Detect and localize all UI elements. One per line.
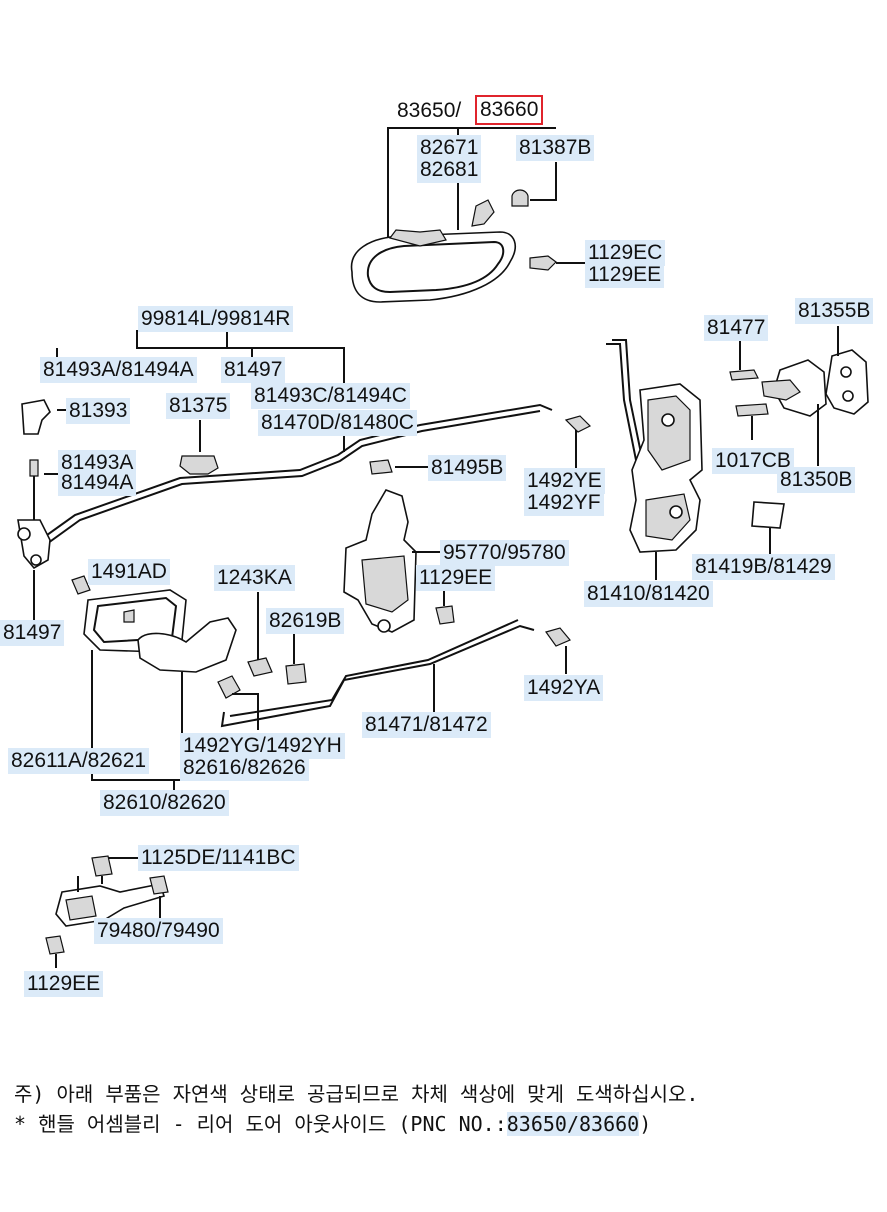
note-line-2: * 핸들 어셈블리 - 리어 도어 아웃사이드 (PNC NO.:83650/8… <box>14 1111 651 1137</box>
label-82619b[interactable]: 82619B <box>266 608 345 634</box>
note-line-2-suffix: ) <box>639 1112 652 1136</box>
label-1129ee-top[interactable]: 1129EE <box>585 262 665 288</box>
label-1492ye[interactable]: 1492YE <box>524 468 605 494</box>
latch-group <box>606 326 869 580</box>
label-81497-top[interactable]: 81497 <box>221 357 286 383</box>
label-81350b[interactable]: 81350B <box>777 467 856 493</box>
label-81393[interactable]: 81393 <box>66 398 131 424</box>
label-82681[interactable]: 82681 <box>417 157 482 183</box>
label-1129ee-bottom[interactable]: 1129EE <box>24 971 104 997</box>
rod-81471 <box>220 624 535 728</box>
clip-81375 <box>179 455 219 475</box>
label-83660-highlighted[interactable]: 83660 <box>474 95 544 125</box>
label-81495b[interactable]: 81495B <box>428 455 507 481</box>
label-81493a-81494a[interactable]: 81493A/81494A <box>40 357 197 383</box>
label-83650[interactable]: 83650/ <box>394 98 465 124</box>
label-79480[interactable]: 79480/79490 <box>94 918 223 944</box>
label-81471[interactable]: 81471/81472 <box>362 712 491 738</box>
label-1492yg[interactable]: 1492YG/1492YH <box>180 733 345 759</box>
checker-group <box>45 855 169 968</box>
note-pnc-link[interactable]: 83650/83660 <box>506 1112 640 1136</box>
clip-81393 <box>21 399 51 435</box>
note-line-1: 주) 아래 부품은 자연색 상태로 공급되므로 차체 색상에 맞게 도색하십시오… <box>14 1082 699 1106</box>
label-82616[interactable]: 82616/82626 <box>180 755 309 781</box>
label-81419b[interactable]: 81419B/81429 <box>692 554 835 580</box>
label-95770[interactable]: 95770/95780 <box>440 540 569 566</box>
cap-81387b <box>511 189 529 207</box>
outside-handle <box>350 231 516 303</box>
label-81477[interactable]: 81477 <box>704 315 769 341</box>
label-81410[interactable]: 81410/81420 <box>584 581 713 607</box>
label-1492ya[interactable]: 1492YA <box>524 675 604 701</box>
label-81387b[interactable]: 81387B <box>516 135 595 161</box>
lower-rod-group <box>217 619 571 730</box>
label-81470d[interactable]: 81470D/81480C <box>258 410 417 436</box>
inside-handle-lever <box>137 617 237 673</box>
actuator-group <box>343 489 455 633</box>
cap-82619b <box>285 663 307 685</box>
label-1129ec[interactable]: 1129EC <box>585 240 666 266</box>
outside-handle-group <box>350 127 585 303</box>
label-81493c[interactable]: 81493C/81494C <box>251 383 410 409</box>
label-82610[interactable]: 82610/82620 <box>100 790 229 816</box>
plate-81355b <box>825 349 869 415</box>
label-81497-left[interactable]: 81497 <box>0 620 65 646</box>
label-1492yf[interactable]: 1492YF <box>524 490 604 516</box>
bolt-1129ec <box>529 255 557 271</box>
label-1491ad[interactable]: 1491AD <box>88 559 170 585</box>
label-81375[interactable]: 81375 <box>166 393 231 419</box>
rod-group <box>17 318 592 622</box>
label-1129ee-mid[interactable]: 1129EE <box>416 565 496 591</box>
label-81494a[interactable]: 81494A <box>58 470 137 496</box>
label-82671[interactable]: 82671 <box>417 135 482 161</box>
pad-81419b <box>751 501 785 529</box>
label-81355b[interactable]: 81355B <box>795 298 874 324</box>
label-1243ka[interactable]: 1243KA <box>214 565 295 591</box>
label-82611a[interactable]: 82611A/82621 <box>8 748 150 774</box>
label-99814[interactable]: 99814L/99814R <box>138 306 294 332</box>
note-line-2-prefix: * 핸들 어셈블리 - 리어 도어 아웃사이드 (PNC NO.: <box>14 1112 507 1136</box>
rod-81470d <box>39 403 553 555</box>
label-1125de[interactable]: 1125DE/1141BC <box>138 845 299 871</box>
